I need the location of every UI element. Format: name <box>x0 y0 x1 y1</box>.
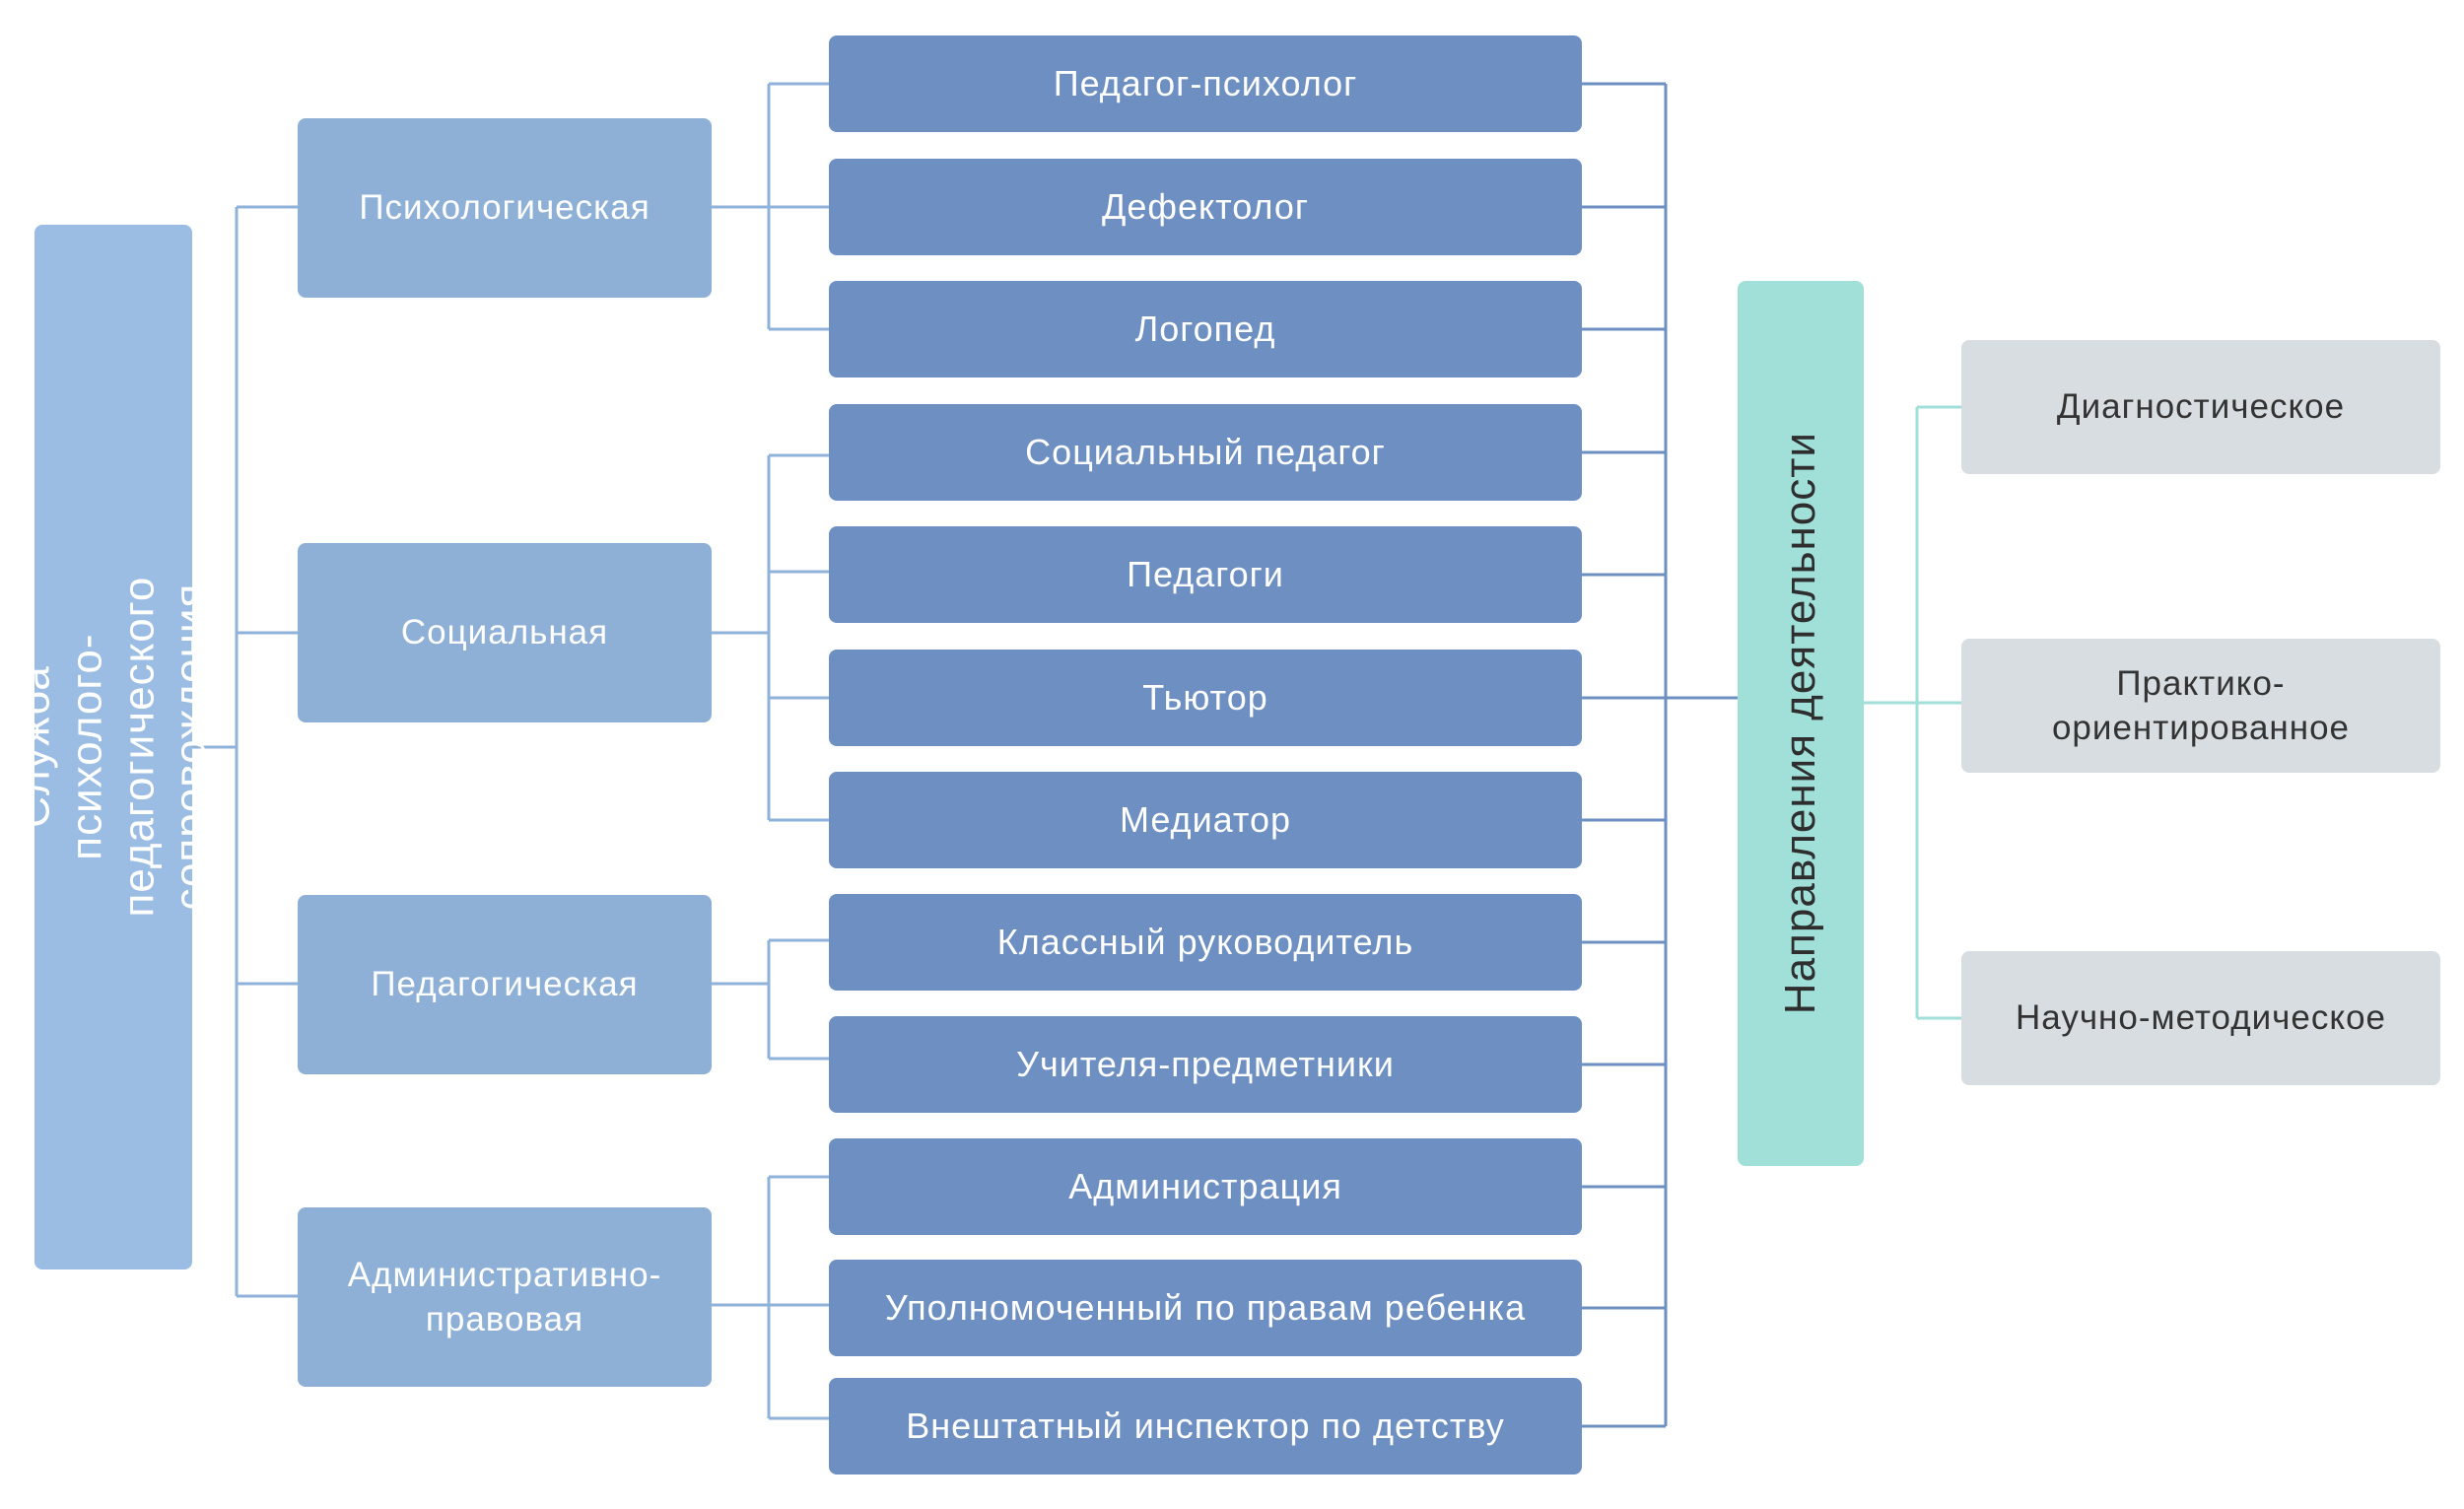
root-to-category-connectors <box>192 205 298 1298</box>
directions-header-label: Направления деятельности <box>1776 432 1825 1015</box>
role-label: Дефектолог <box>1101 185 1310 227</box>
directions-header-box: Направления деятельности <box>1738 281 1864 1166</box>
category-label: Психологическая <box>359 188 650 228</box>
category-pedagogical: Педагогическая <box>298 895 712 1074</box>
role-class-teacher: Классный руководитель <box>829 894 1582 991</box>
role-label: Классный руководитель <box>996 921 1414 962</box>
root-service-label: Служба психолого-педагогического сопрово… <box>10 577 215 918</box>
role-mediator: Медиатор <box>829 772 1582 868</box>
role-label: Уполномоченный по правам ребенка <box>884 1286 1527 1328</box>
role-tutor: Тьютор <box>829 650 1582 746</box>
category-psychological: Психологическая <box>298 118 712 298</box>
category-label: Педагогическая <box>371 965 639 1004</box>
role-label: Медиатор <box>1119 798 1292 840</box>
role-speech-therapist: Логопед <box>829 281 1582 377</box>
role-label: Педагоги <box>1127 553 1284 594</box>
role-label: Администрация <box>1068 1165 1342 1206</box>
category-social: Социальная <box>298 543 712 722</box>
role-label: Учителя-предметники <box>1016 1043 1395 1084</box>
category-label: Административно-правовая <box>347 1255 662 1339</box>
role-educators: Педагоги <box>829 526 1582 623</box>
role-label: Педагог-психолог <box>1053 62 1358 103</box>
category-to-role-connectors <box>712 82 829 1420</box>
role-label: Тьютор <box>1142 676 1268 718</box>
direction-label: Научно-методическое <box>2015 998 2387 1038</box>
role-social-educator: Социальный педагог <box>829 404 1582 501</box>
directions-connectors <box>1864 405 1961 1020</box>
role-subject-teachers: Учителя-предметники <box>829 1016 1582 1113</box>
role-freelance-child-inspector: Внештатный инспектор по детству <box>829 1378 1582 1475</box>
role-administration: Администрация <box>829 1138 1582 1235</box>
direction-scientific-methodical: Научно-методическое <box>1961 951 2440 1085</box>
role-to-directions-connectors <box>1582 82 1738 1428</box>
role-childrens-rights-ombudsman: Уполномоченный по правам ребенка <box>829 1260 1582 1356</box>
root-service-box: Служба психолого-педагогического сопрово… <box>10 225 215 1269</box>
direction-label: Диагностическое <box>2056 387 2346 427</box>
direction-diagnostic: Диагностическое <box>1961 340 2440 474</box>
role-label: Логопед <box>1134 308 1276 349</box>
role-label: Внештатный инспектор по детству <box>906 1405 1505 1446</box>
role-defectologist: Дефектолог <box>829 159 1582 255</box>
role-label: Социальный педагог <box>1025 431 1386 472</box>
direction-practice-oriented: Практико-ориентированное <box>1961 639 2440 773</box>
category-label: Социальная <box>400 613 609 652</box>
category-administrative-legal: Административно-правовая <box>298 1207 712 1387</box>
direction-label: Практико-ориентированное <box>2051 663 2351 748</box>
role-educational-psychologist: Педагог-психолог <box>829 35 1582 132</box>
